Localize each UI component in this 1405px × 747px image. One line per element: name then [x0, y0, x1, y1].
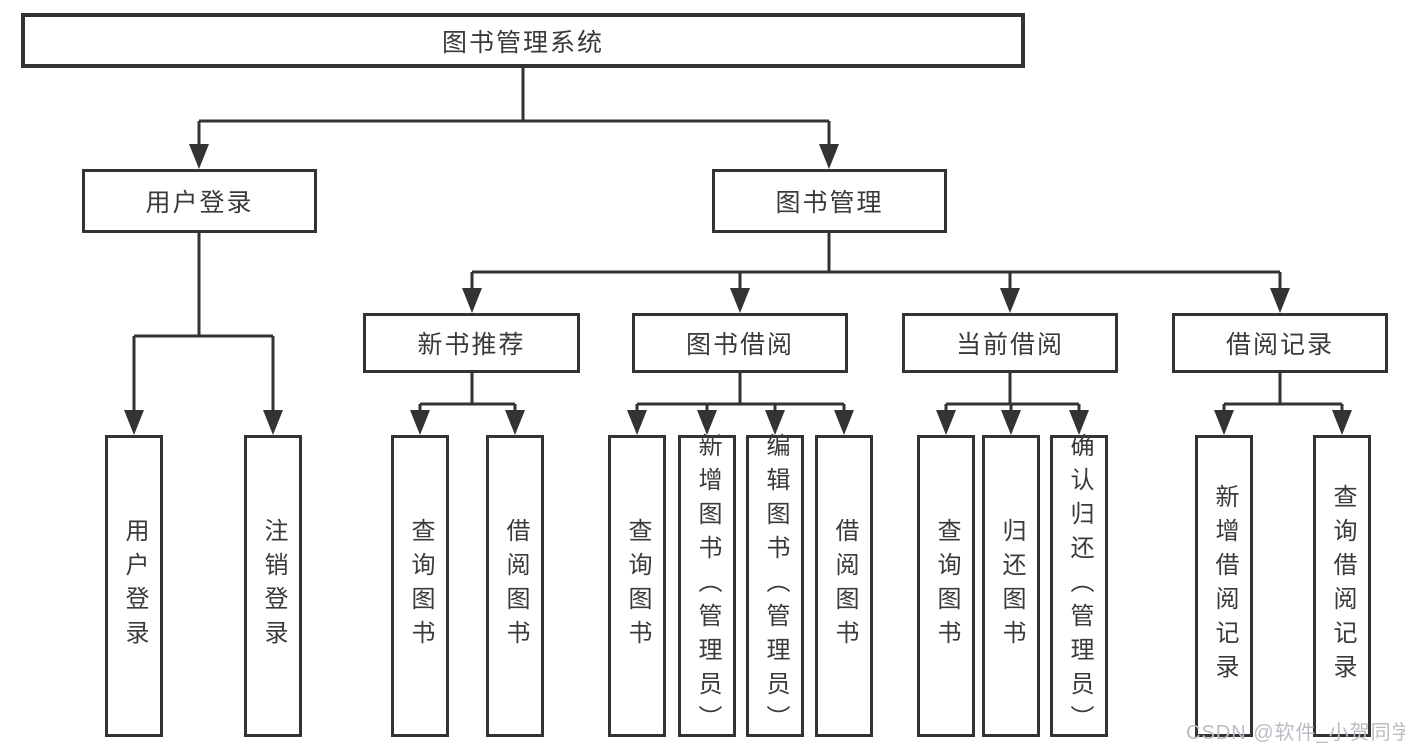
arrow-down-icon — [1214, 410, 1234, 435]
arrow-down-icon — [124, 410, 144, 435]
arrow-down-icon — [819, 144, 839, 169]
node-user-login: 用户登录 — [82, 169, 317, 233]
arrow-down-icon — [834, 410, 854, 435]
edge-root-to-level2 — [189, 68, 839, 169]
leaf-user-login: 用户登录 — [105, 435, 163, 737]
leaf-borrow-add-book-admin: 新增图书（管理员） — [678, 433, 736, 739]
node-label: 图书管理系统 — [441, 28, 604, 57]
arrow-down-icon — [697, 410, 717, 435]
node-label: 查询图书 — [624, 518, 651, 654]
arrow-down-icon — [462, 288, 482, 313]
node-book-borrow: 图书借阅 — [632, 313, 848, 373]
edge-new-book-children — [410, 373, 525, 435]
node-label: 查询图书 — [407, 518, 434, 654]
arrow-down-icon — [1000, 288, 1020, 313]
node-label: 新增图书（管理员） — [694, 433, 721, 739]
leaf-current-confirm-return-admin: 确认归还（管理员） — [1050, 433, 1108, 739]
edge-book-management-children — [462, 233, 1290, 313]
node-root: 图书管理系统 — [21, 13, 1025, 68]
csdn-watermark: CSDN @软件_小贺同学 — [1186, 722, 1405, 744]
arrow-down-icon — [410, 410, 430, 435]
node-label: 确认归还（管理员） — [1066, 433, 1093, 739]
leaf-newbook-borrow-book: 借阅图书 — [486, 435, 544, 737]
leaf-borrow-query-book: 查询图书 — [608, 435, 666, 737]
node-current-borrow: 当前借阅 — [902, 313, 1118, 373]
leaf-records-add-record: 新增借阅记录 — [1195, 435, 1253, 737]
node-borrow-records: 借阅记录 — [1172, 313, 1388, 373]
arrow-down-icon — [1270, 288, 1290, 313]
node-label: 编辑图书（管理员） — [762, 433, 789, 739]
arrow-down-icon — [1001, 410, 1021, 435]
edge-borrow-records-children — [1214, 373, 1352, 435]
node-label: 查询图书 — [933, 518, 960, 654]
node-label: 用户登录 — [121, 518, 148, 654]
node-label: 查询借阅记录 — [1329, 484, 1356, 688]
leaf-current-query-book: 查询图书 — [917, 435, 975, 737]
arrow-down-icon — [189, 144, 209, 169]
arrow-down-icon — [1069, 410, 1089, 435]
node-label: 借阅记录 — [1225, 331, 1334, 359]
node-label: 借阅图书 — [831, 518, 858, 654]
node-label: 新书推荐 — [417, 331, 526, 359]
arrow-down-icon — [263, 410, 283, 435]
arrow-down-icon — [505, 410, 525, 435]
node-label: 用户登录 — [145, 189, 254, 217]
edge-book-borrow-children — [627, 373, 854, 435]
node-book-management: 图书管理 — [712, 169, 947, 233]
arrow-down-icon — [936, 410, 956, 435]
leaf-borrow-borrow-book: 借阅图书 — [815, 435, 873, 737]
node-new-book-recommend: 新书推荐 — [363, 313, 580, 373]
leaf-records-query-record: 查询借阅记录 — [1313, 435, 1371, 737]
arrow-down-icon — [1332, 410, 1352, 435]
arrow-down-icon — [627, 410, 647, 435]
node-label: 新增借阅记录 — [1211, 484, 1238, 688]
arrow-down-icon — [730, 288, 750, 313]
node-label: 当前借阅 — [955, 331, 1064, 359]
node-label: 注销登录 — [260, 518, 287, 654]
arrow-down-icon — [765, 410, 785, 435]
leaf-newbook-query-book: 查询图书 — [391, 435, 449, 737]
node-label: 图书管理 — [775, 189, 884, 217]
node-label: 归还图书 — [998, 518, 1025, 654]
leaf-logout: 注销登录 — [244, 435, 302, 737]
edge-current-borrow-children — [936, 373, 1089, 435]
node-label: 图书借阅 — [685, 331, 794, 359]
leaf-borrow-edit-book-admin: 编辑图书（管理员） — [746, 433, 804, 739]
leaf-current-return-book: 归还图书 — [982, 435, 1040, 737]
edge-user-login-children — [124, 233, 283, 435]
node-label: 借阅图书 — [502, 518, 529, 654]
